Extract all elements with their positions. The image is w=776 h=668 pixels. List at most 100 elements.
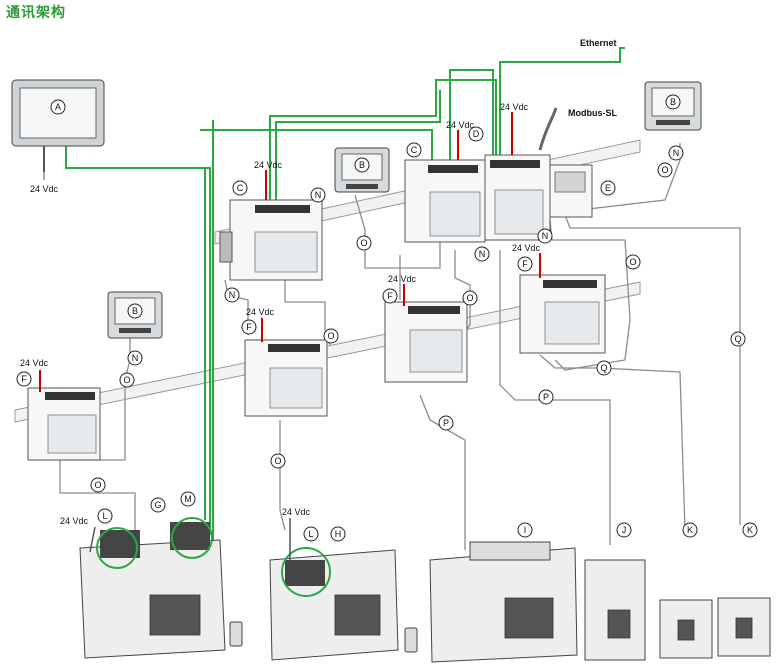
callout-b-3: B [127, 303, 143, 319]
svg-text:B: B [132, 306, 138, 316]
svg-text:M: M [184, 494, 192, 504]
svg-text:F: F [522, 259, 528, 269]
vdc-label-f-right: 24 Vdc [512, 243, 541, 253]
svg-text:K: K [747, 525, 753, 535]
callout-o-1: O [356, 235, 372, 251]
svg-text:O: O [123, 375, 130, 385]
svg-text:H: H [335, 529, 342, 539]
callout-g: G [150, 497, 166, 513]
callout-p-2: P [438, 415, 454, 431]
vdc-label-a: 24 Vdc [30, 184, 59, 194]
callout-q-1: Q [596, 360, 612, 376]
vdc-label-g: 24 Vdc [60, 516, 89, 526]
module-d [484, 154, 551, 241]
vdc-label-f-left: 24 Vdc [20, 358, 49, 368]
vdc-label-d2: 24 Vdc [500, 102, 529, 112]
svg-text:F: F [246, 322, 252, 332]
svg-text:F: F [387, 291, 393, 301]
callout-n-3: N [224, 287, 240, 303]
svg-text:O: O [327, 331, 334, 341]
vdc-label-c: 24 Vdc [254, 160, 283, 170]
svg-text:K: K [687, 525, 693, 535]
callout-n-1: N [310, 187, 326, 203]
svg-text:L: L [308, 529, 313, 539]
callout-o-2: O [657, 162, 673, 178]
svg-text:E: E [605, 183, 611, 193]
svg-text:O: O [466, 293, 473, 303]
callout-o-6: O [119, 372, 135, 388]
module-c-center [404, 159, 486, 243]
callout-q-2: Q [730, 331, 746, 347]
callout-f-4: F [517, 256, 533, 272]
callout-e: E [600, 180, 616, 196]
callout-n-2: N [668, 145, 684, 161]
svg-text:P: P [443, 418, 449, 428]
vdc-label-d: 24 Vdc [446, 120, 475, 130]
callout-f-2: F [241, 319, 257, 335]
ethernet-cables [65, 47, 625, 548]
callout-n-4: N [474, 246, 490, 262]
svg-text:O: O [360, 238, 367, 248]
svg-text:O: O [629, 257, 636, 267]
callout-c-1: C [232, 180, 248, 196]
callouts: A B B B C C D E F F F F G H I J K K L L … [16, 94, 758, 542]
svg-text:F: F [21, 374, 27, 384]
callout-o-7: O [90, 477, 106, 493]
callout-f-3: F [382, 288, 398, 304]
svg-text:N: N [315, 190, 322, 200]
svg-text:C: C [411, 145, 418, 155]
svg-text:B: B [359, 160, 365, 170]
callout-o-3: O [625, 254, 641, 270]
callout-h: H [330, 526, 346, 542]
svg-text:N: N [542, 231, 549, 241]
text-labels: Ethernet Modbus-SL 24 Vdc 24 Vdc 24 Vdc … [20, 38, 617, 526]
breaker-i [429, 541, 578, 663]
callout-k-2: K [742, 522, 758, 538]
callout-l-1: L [97, 508, 113, 524]
svg-text:Q: Q [734, 334, 741, 344]
vdc-label-h: 24 Vdc [282, 507, 311, 517]
io-module-f-center-right [384, 301, 468, 383]
modbus-label: Modbus-SL [568, 108, 617, 118]
svg-text:O: O [661, 165, 668, 175]
svg-text:D: D [473, 129, 480, 139]
svg-text:P: P [543, 392, 549, 402]
module-c-left [219, 199, 323, 281]
svg-text:Q: Q [600, 363, 607, 373]
callout-k-1: K [682, 522, 698, 538]
io-module-f-center-left [244, 339, 328, 417]
svg-text:C: C [237, 183, 244, 193]
io-module-f-right [519, 274, 606, 354]
callout-n-6: N [127, 350, 143, 366]
svg-text:N: N [673, 148, 680, 158]
svg-text:O: O [94, 480, 101, 490]
svg-text:G: G [154, 500, 161, 510]
svg-text:L: L [102, 511, 107, 521]
callout-m: M [180, 491, 196, 507]
callout-o-5: O [462, 290, 478, 306]
callout-l-2: L [303, 526, 319, 542]
callout-a: A [50, 99, 66, 115]
touch-panel-a [11, 79, 105, 172]
page-title: 通讯架构 [6, 5, 66, 21]
callout-f-1: F [16, 371, 32, 387]
callout-p-1: P [538, 389, 554, 405]
svg-text:N: N [479, 249, 486, 259]
svg-text:I: I [524, 525, 527, 535]
callout-d: D [468, 126, 484, 142]
callout-i: I [517, 522, 533, 538]
display-b-top-center [334, 147, 390, 193]
svg-text:N: N [132, 353, 139, 363]
breaker-k-right [717, 597, 771, 657]
callout-j: J [616, 522, 632, 538]
vdc-label-f-center-right: 24 Vdc [388, 274, 417, 284]
breaker-j [584, 559, 646, 661]
svg-text:O: O [274, 456, 281, 466]
svg-text:B: B [670, 97, 676, 107]
ethernet-label: Ethernet [580, 38, 617, 48]
power-leads [39, 112, 541, 560]
vdc-label-f-center-left: 24 Vdc [246, 307, 275, 317]
callout-o-4: O [323, 328, 339, 344]
module-e [538, 107, 593, 218]
